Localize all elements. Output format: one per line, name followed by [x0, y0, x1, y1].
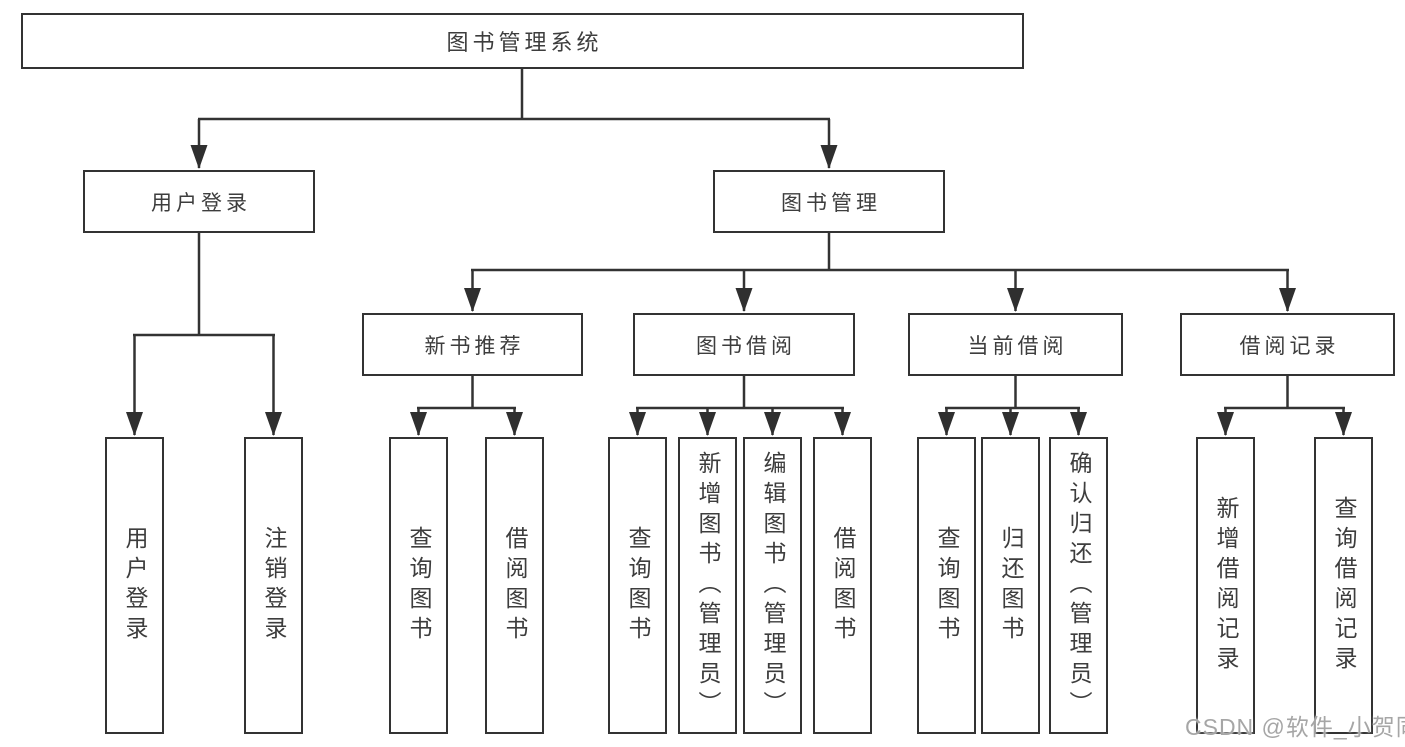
leaf-edit-books-admin-label: 编辑图书（管理员） — [760, 450, 786, 721]
leaf-query-borrow-record-label: 查询借阅记录 — [1331, 495, 1357, 676]
node-borrowing-records: 借阅记录 — [1180, 313, 1395, 376]
leaf-user-login-label: 用户登录 — [122, 525, 148, 646]
leaf-edit-books-admin: 编辑图书（管理员） — [743, 437, 802, 734]
leaf-borrow-books-label: 借阅图书 — [830, 525, 856, 646]
leaf-add-borrow-record-label: 新增借阅记录 — [1213, 495, 1239, 676]
leaf-user-login: 用户登录 — [105, 437, 164, 734]
leaf-borrow-books: 借阅图书 — [813, 437, 872, 734]
leaf-logout-label: 注销登录 — [261, 525, 287, 646]
leaf-add-books-admin: 新增图书（管理员） — [678, 437, 737, 734]
leaf-return-books: 归还图书 — [981, 437, 1040, 734]
root-node-book-management-system: 图书管理系统 — [21, 13, 1024, 69]
leaf-borrow-books-recommend: 借阅图书 — [485, 437, 544, 734]
leaf-query-borrow-record: 查询借阅记录 — [1314, 437, 1373, 734]
node-user-login: 用户登录 — [83, 170, 315, 233]
leaf-borrow-books-recommend-label: 借阅图书 — [502, 525, 528, 646]
leaf-query-books-borrowing: 查询图书 — [608, 437, 667, 734]
leaf-add-borrow-record: 新增借阅记录 — [1196, 437, 1255, 734]
leaf-query-books-recommend: 查询图书 — [389, 437, 448, 734]
leaf-query-books-recommend-label: 查询图书 — [406, 525, 432, 646]
leaf-query-books-current: 查询图书 — [917, 437, 976, 734]
node-current-borrowing: 当前借阅 — [908, 313, 1123, 376]
leaf-add-books-admin-label: 新增图书（管理员） — [695, 450, 721, 721]
leaf-query-books-current-label: 查询图书 — [934, 525, 960, 646]
leaf-confirm-return-admin: 确认归还（管理员） — [1049, 437, 1108, 734]
leaf-return-books-label: 归还图书 — [998, 525, 1024, 646]
node-new-book-recommend: 新书推荐 — [362, 313, 583, 376]
leaf-logout: 注销登录 — [244, 437, 303, 734]
leaf-query-books-borrowing-label: 查询图书 — [625, 525, 651, 646]
csdn-watermark: CSDN @软件_小贺同学 — [1185, 714, 1405, 740]
leaf-confirm-return-admin-label: 确认归还（管理员） — [1066, 450, 1092, 721]
node-book-borrowing: 图书借阅 — [633, 313, 855, 376]
node-book-management: 图书管理 — [713, 170, 945, 233]
